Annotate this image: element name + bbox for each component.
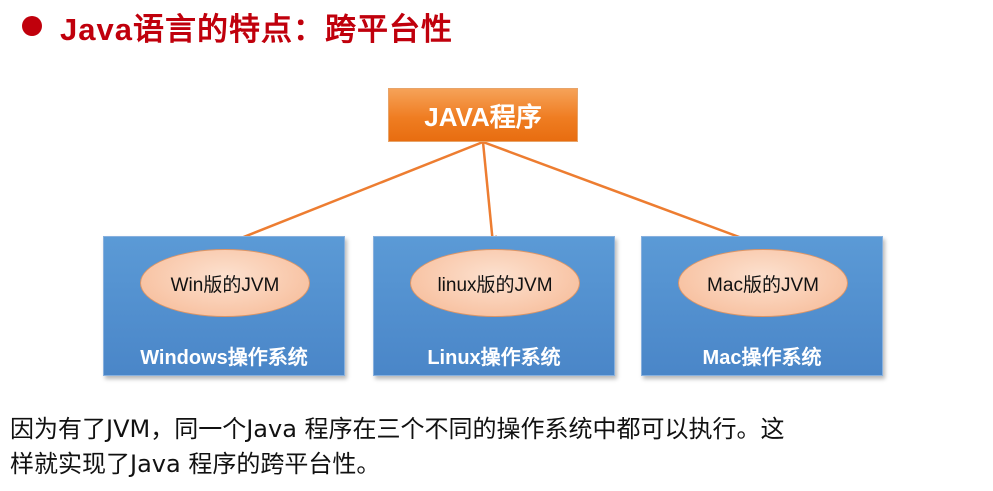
- java-program-box: JAVA程序: [388, 88, 578, 142]
- bullet-icon: [22, 16, 42, 36]
- arrow-layer: [224, 140, 760, 246]
- caption-text: 因为有了JVM，同一个Java 程序在三个不同的操作系统中都可以执行。这 样就实…: [10, 412, 985, 482]
- windows-jvm-ellipse: Win版的JVM: [140, 249, 310, 317]
- linux-jvm-ellipse: linux版的JVM: [410, 249, 580, 317]
- windows-os-label: Windows操作系统: [140, 347, 308, 369]
- mac-os-box: Mac版的JVM Mac操作系统: [641, 236, 883, 376]
- arrow-to-mac: [482, 140, 760, 246]
- slide-title-row: Java语言的特点：跨平台性: [22, 4, 453, 48]
- linux-os-box: linux版的JVM Linux操作系统: [373, 236, 615, 376]
- linux-os-label: Linux操作系统: [427, 347, 561, 369]
- mac-jvm-ellipse: Mac版的JVM: [678, 249, 848, 317]
- mac-os-label: Mac操作系统: [702, 347, 822, 369]
- caption-line-1: 因为有了JVM，同一个Java 程序在三个不同的操作系统中都可以执行。这: [10, 415, 785, 443]
- slide-title: Java语言的特点：跨平台性: [60, 11, 453, 47]
- arrow-to-windows: [224, 140, 484, 246]
- arrow-to-linux: [481, 141, 498, 246]
- caption-line-2: 样就实现了Java 程序的跨平台性。: [10, 450, 381, 478]
- cross-platform-diagram: JAVA程序 Win版的JVM Windows操作系统 linux版的JVM L…: [103, 88, 883, 376]
- windows-os-box: Win版的JVM Windows操作系统: [103, 236, 345, 376]
